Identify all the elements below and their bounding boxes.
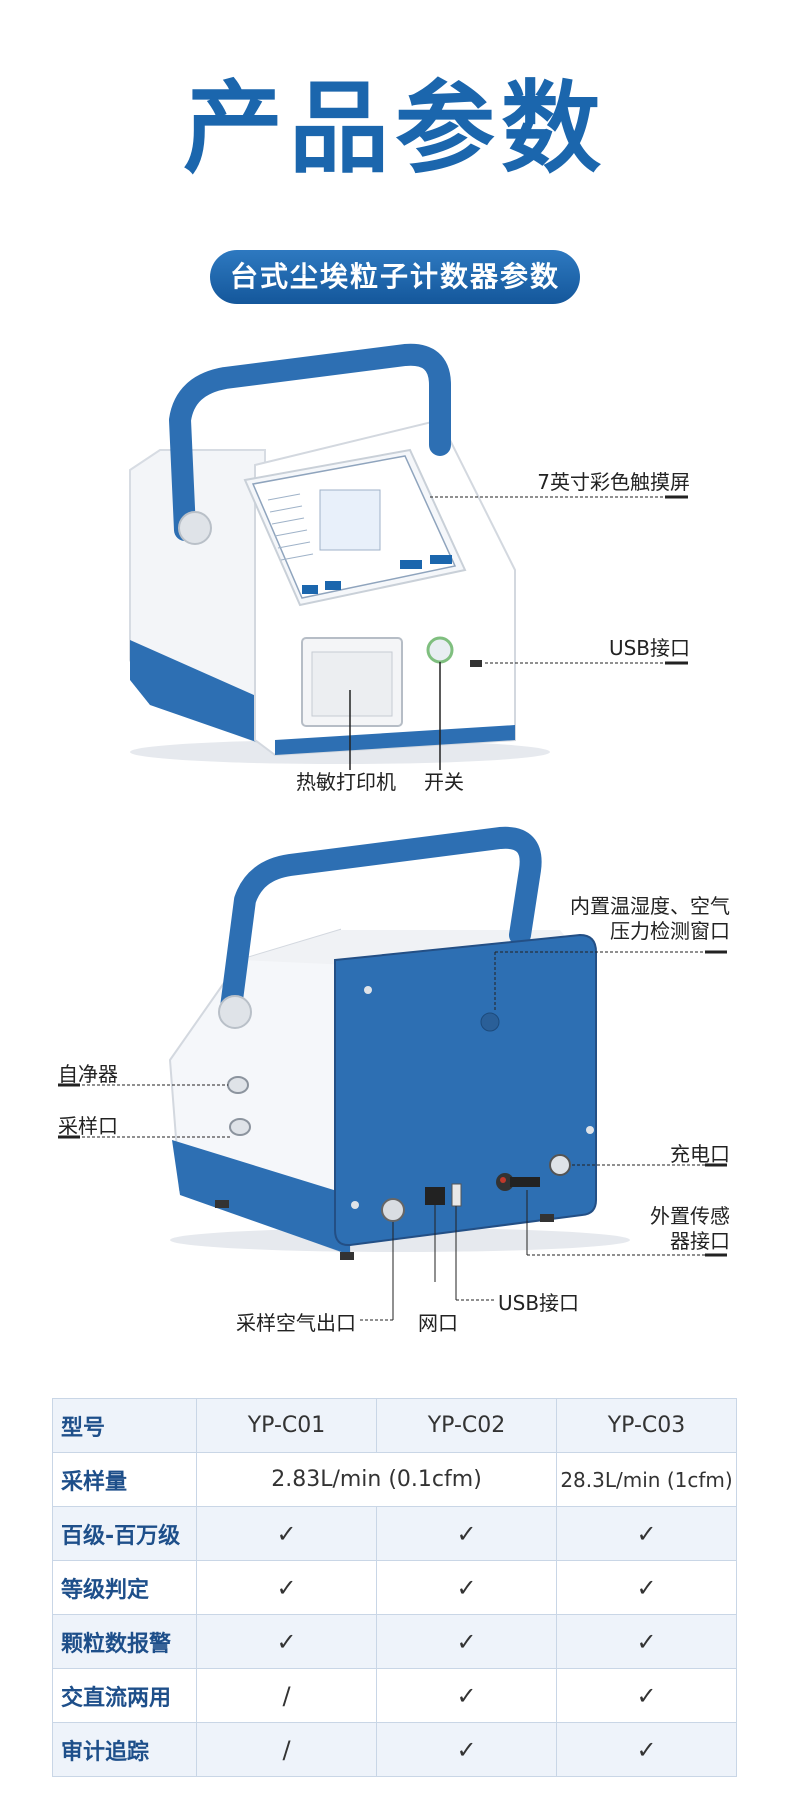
model-c01: YP-C01 bbox=[196, 1398, 377, 1453]
table-cell: ✓ bbox=[376, 1668, 557, 1723]
row-label: 交直流两用 bbox=[52, 1668, 197, 1723]
screen-ui-icon bbox=[267, 489, 381, 561]
front-device-illustration bbox=[129, 343, 688, 770]
model-c02: YP-C02 bbox=[376, 1398, 557, 1453]
sensor-window-icon bbox=[480, 1012, 500, 1032]
table-cell: ✓ bbox=[196, 1560, 377, 1615]
table-row: 审计追踪 / ✓ ✓ bbox=[52, 1722, 737, 1777]
label-self-purifier: 自净器 bbox=[58, 1062, 118, 1086]
flow-c01-c02: 2.83L/min (0.1cfm) bbox=[196, 1452, 557, 1507]
row-label: 百级-百万级 bbox=[52, 1506, 197, 1561]
ext-sensor-plug-icon bbox=[496, 1173, 540, 1191]
row-label: 采样量 bbox=[52, 1452, 197, 1507]
table-cell: ✓ bbox=[376, 1506, 557, 1561]
table-row: 百级-百万级 ✓ ✓ ✓ bbox=[52, 1506, 737, 1561]
row-label: 审计追踪 bbox=[52, 1722, 197, 1777]
sampling-nozzle-icon bbox=[229, 1118, 251, 1136]
rear-device-illustration bbox=[58, 826, 727, 1321]
table-cell: ✓ bbox=[556, 1506, 737, 1561]
label-printer: 热敏打印机 bbox=[296, 770, 396, 794]
label-network: 网口 bbox=[418, 1311, 458, 1335]
table-cell: ✓ bbox=[196, 1506, 377, 1561]
table-row: 型号 YP-C01 YP-C02 YP-C03 bbox=[52, 1398, 737, 1453]
charge-port-icon bbox=[549, 1154, 571, 1176]
self-purifier-nozzle-icon bbox=[227, 1076, 249, 1094]
row-label: 颗粒数报警 bbox=[52, 1614, 197, 1669]
label-ext-sensor-line2: 器接口 bbox=[670, 1229, 730, 1253]
table-cell: ✓ bbox=[556, 1722, 737, 1777]
subtitle-badge: 台式尘埃粒子计数器参数 bbox=[210, 250, 580, 304]
table-cell: / bbox=[196, 1722, 377, 1777]
label-sampling-port: 采样口 bbox=[58, 1114, 118, 1138]
label-ext-sensor-line1: 外置传感 bbox=[650, 1204, 730, 1228]
table-cell: ✓ bbox=[376, 1614, 557, 1669]
label-sensor-window-line2: 压力检测窗口 bbox=[610, 919, 730, 943]
table-cell: ✓ bbox=[556, 1560, 737, 1615]
label-sensor-window-line1: 内置温湿度、空气 bbox=[570, 894, 730, 918]
table-row: 交直流两用 / ✓ ✓ bbox=[52, 1668, 737, 1723]
table-header-label: 型号 bbox=[52, 1398, 197, 1453]
label-charge-port: 充电口 bbox=[670, 1142, 730, 1166]
table-row: 颗粒数报警 ✓ ✓ ✓ bbox=[52, 1614, 737, 1669]
table-cell: ✓ bbox=[376, 1722, 557, 1777]
exhaust-port-icon bbox=[381, 1198, 405, 1222]
flow-c03: 28.3L/min (1cfm) bbox=[556, 1452, 737, 1507]
row-label: 等级判定 bbox=[52, 1560, 197, 1615]
rear-usb-port-icon bbox=[451, 1183, 462, 1207]
label-touchscreen: 7英寸彩色触摸屏 bbox=[537, 470, 690, 494]
label-power-switch: 开关 bbox=[424, 770, 464, 794]
label-rear-usb: USB接口 bbox=[498, 1291, 580, 1315]
label-exhaust: 采样空气出口 bbox=[236, 1311, 356, 1335]
table-cell: ✓ bbox=[376, 1560, 557, 1615]
label-front-usb: USB接口 bbox=[608, 636, 690, 660]
model-c03: YP-C03 bbox=[556, 1398, 737, 1453]
table-row: 采样量 2.83L/min (0.1cfm) 28.3L/min (1cfm) bbox=[52, 1452, 737, 1507]
spec-table: 型号 YP-C01 YP-C02 YP-C03 采样量 2.83L/min (0… bbox=[52, 1398, 737, 1777]
network-port-icon bbox=[425, 1187, 445, 1205]
table-cell: ✓ bbox=[556, 1668, 737, 1723]
table-row: 等级判定 ✓ ✓ ✓ bbox=[52, 1560, 737, 1615]
table-cell: ✓ bbox=[196, 1614, 377, 1669]
page-title: 产品参数 bbox=[183, 69, 607, 187]
table-cell: / bbox=[196, 1668, 377, 1723]
table-cell: ✓ bbox=[556, 1614, 737, 1669]
usb-port-icon bbox=[470, 660, 482, 667]
